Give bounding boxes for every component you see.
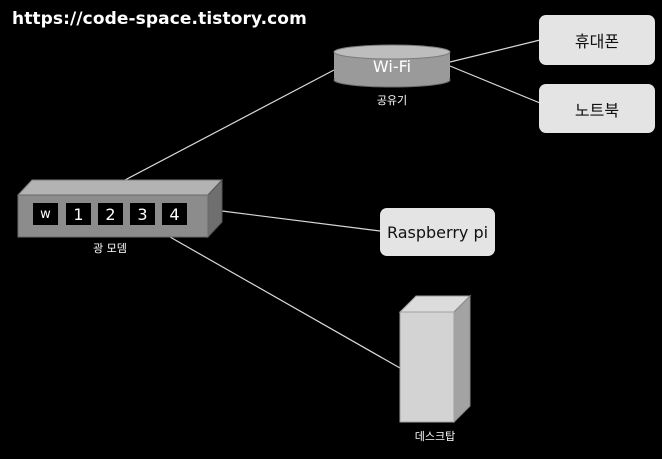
modem-caption: 광 모뎀 (93, 242, 127, 255)
tower-side-face (453, 294, 471, 424)
tower-front-face (399, 311, 455, 423)
modem-top-face (16, 179, 224, 196)
site-url-label: https://code-space.tistory.com (12, 9, 307, 29)
modem-port-3: 3 (130, 203, 155, 225)
line-modem-raspberry (221, 210, 381, 232)
router-caption: 공유기 (376, 94, 408, 107)
line-modem-desktop (169, 236, 401, 369)
connector-lines (124, 39, 541, 369)
modem-port-w: w (33, 203, 58, 225)
modem-port-4: 4 (162, 203, 187, 225)
line-router-laptop (449, 65, 541, 104)
router-top (333, 44, 451, 60)
desktop-tower (398, 294, 472, 424)
raspberry-pi-node: Raspberry pi (380, 208, 495, 256)
router-label: Wi-Fi (372, 57, 412, 76)
laptop-node: 노트북 (539, 84, 655, 133)
desktop-caption: 데스크탑 (414, 430, 456, 443)
router-shape (333, 44, 451, 88)
line-router-phone (449, 39, 541, 63)
modem-port-1: 1 (66, 203, 91, 225)
modem-port-2: 2 (98, 203, 123, 225)
phone-node: 휴대폰 (539, 15, 655, 65)
line-modem-router (124, 69, 335, 181)
